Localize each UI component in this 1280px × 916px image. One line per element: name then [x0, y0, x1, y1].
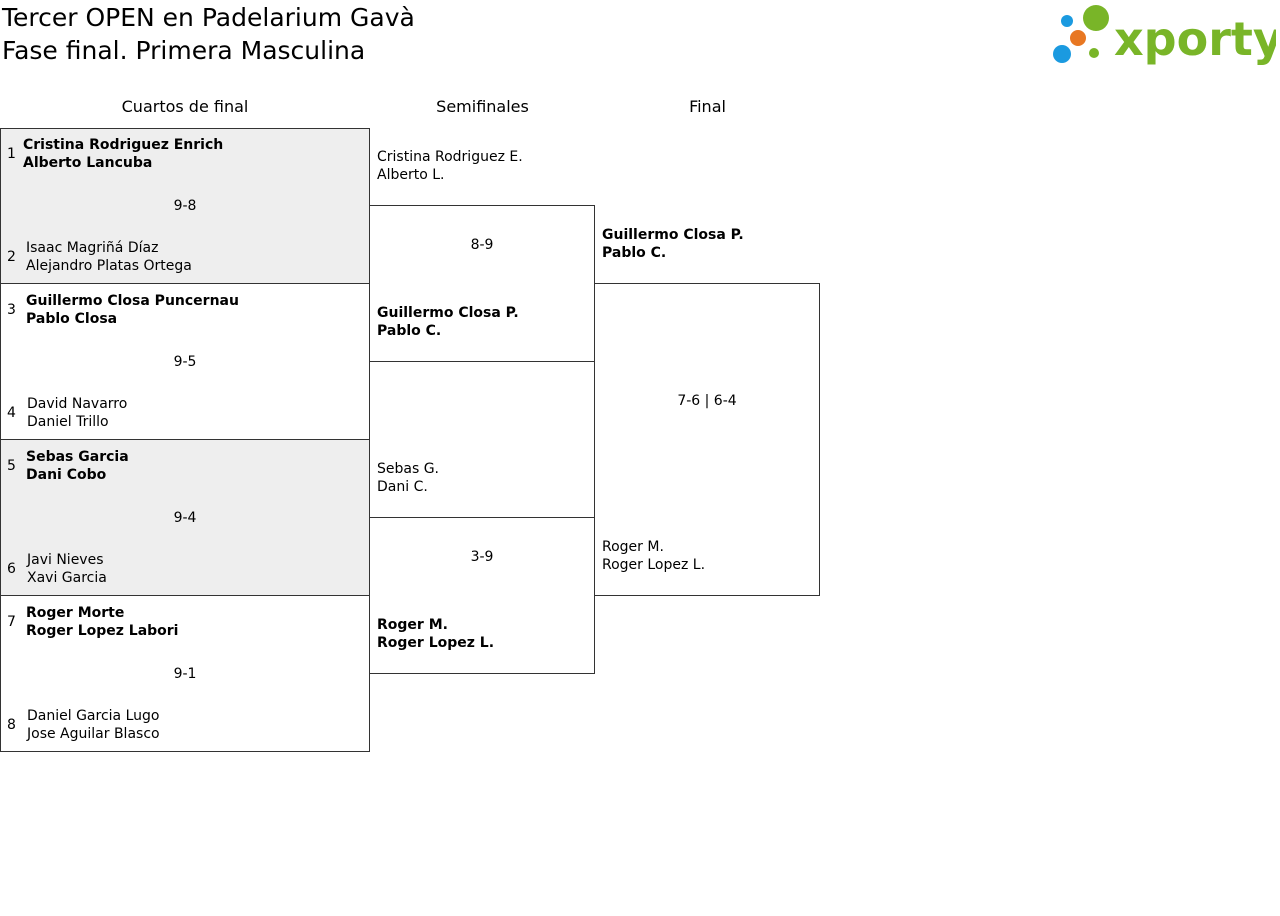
player-name: Pablo Closa	[26, 311, 118, 327]
player-name: Dani Cobo	[26, 467, 107, 483]
round-header-semifinals: Semifinales	[436, 97, 529, 116]
team-entry: Guillermo Closa P. Pablo C.	[377, 304, 519, 340]
team-entry: Isaac Magriñá Díaz Alejandro Platas Orte…	[26, 239, 192, 275]
player-name: Sebas Garcia	[26, 449, 129, 465]
player-name: Cristina Rodriguez Enrich	[23, 137, 224, 153]
player-name: David Navarro	[27, 396, 128, 412]
xporty-logo-mark: xporty	[1053, 5, 1280, 66]
player-name: Dani C.	[377, 479, 428, 495]
team-entry: Roger Morte Roger Lopez Labori	[26, 604, 178, 640]
team-entry: Sebas G. Dani C.	[377, 460, 439, 496]
team-entry: Cristina Rodriguez Enrich Alberto Lancub…	[23, 136, 223, 172]
player-name: Pablo C.	[377, 323, 442, 339]
round-header-quarterfinals: Cuartos de final	[121, 97, 249, 116]
player-name: Cristina Rodriguez E.	[377, 149, 523, 165]
seed-number: 8	[7, 717, 16, 733]
player-name: Roger Morte	[26, 605, 125, 621]
seed-number: 2	[7, 249, 16, 265]
player-name: Roger M.	[602, 539, 664, 555]
final-match	[594, 283, 820, 596]
team-entry: David Navarro Daniel Trillo	[27, 395, 127, 431]
quarterfinal-match-1	[0, 128, 370, 284]
team-entry: Guillermo Closa Puncernau Pablo Closa	[26, 292, 239, 328]
player-name: Xavi Garcia	[27, 570, 107, 586]
player-name: Jose Aguilar Blasco	[27, 726, 160, 742]
seed-number: 3	[7, 302, 16, 318]
player-name: Daniel Garcia Lugo	[27, 708, 160, 724]
player-name: Guillermo Closa Puncernau	[26, 293, 239, 309]
seed-number: 1	[7, 146, 16, 162]
player-name: Alejandro Platas Ortega	[26, 258, 192, 274]
team-entry: Javi Nieves Xavi Garcia	[27, 551, 107, 587]
phase-subtitle: Fase final. Primera Masculina	[2, 36, 366, 65]
seed-number: 7	[7, 614, 16, 630]
player-name: Roger Lopez L.	[377, 635, 495, 651]
match-score: 9-4	[173, 510, 197, 526]
round-header-final: Final	[689, 97, 726, 116]
team-entry: Daniel Garcia Lugo Jose Aguilar Blasco	[27, 707, 160, 743]
seed-number: 5	[7, 458, 16, 474]
player-name: Javi Nieves	[27, 552, 104, 568]
seed-number: 6	[7, 561, 16, 577]
team-entry: Cristina Rodriguez E. Alberto L.	[377, 148, 523, 184]
player-name: Roger Lopez Labori	[26, 623, 179, 639]
match-score: 7-6 | 6-4	[677, 393, 737, 409]
team-entry: Roger M. Roger Lopez L.	[377, 616, 494, 652]
match-score: 9-5	[173, 354, 197, 370]
tournament-title: Tercer OPEN en Padelarium Gavà	[2, 3, 415, 32]
xporty-logo[interactable]: xporty	[1052, 4, 1280, 66]
team-entry: Guillermo Closa P. Pablo C.	[602, 226, 744, 262]
quarterfinal-match-3	[0, 439, 370, 596]
xporty-logo-text: xporty	[1114, 12, 1276, 66]
player-name: Daniel Trillo	[27, 414, 109, 430]
player-name: Roger Lopez L.	[602, 557, 706, 573]
team-entry: Sebas Garcia Dani Cobo	[26, 448, 129, 484]
match-score: 9-8	[173, 198, 197, 214]
player-name: Alberto L.	[377, 167, 445, 183]
player-name: Isaac Magriñá Díaz	[26, 240, 159, 256]
seed-number: 4	[7, 405, 16, 421]
player-name: Alberto Lancuba	[23, 155, 153, 171]
player-name: Pablo C.	[602, 245, 667, 261]
team-entry: Roger M. Roger Lopez L.	[602, 538, 705, 574]
match-score: 9-1	[173, 666, 197, 682]
player-name: Sebas G.	[377, 461, 440, 477]
match-score: 3-9	[470, 549, 494, 565]
match-score: 8-9	[470, 237, 494, 253]
player-name: Guillermo Closa P.	[602, 227, 744, 243]
player-name: Guillermo Closa P.	[377, 305, 519, 321]
player-name: Roger M.	[377, 617, 448, 633]
